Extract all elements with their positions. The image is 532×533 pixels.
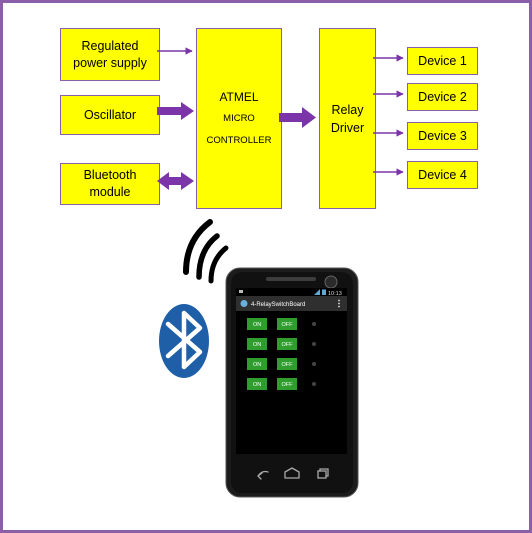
off-button[interactable]	[277, 378, 297, 390]
on-button-label: ON	[253, 342, 261, 348]
oscillator-label: Oscillator	[83, 107, 137, 122]
bluetooth-label-1: Bluetooth	[83, 168, 137, 182]
block-microcontroller: ATMEL MICRO CONTROLLER	[196, 28, 282, 209]
overflow-menu-icon[interactable]	[338, 299, 340, 308]
off-button[interactable]	[277, 318, 297, 330]
relay-row-1: ON OFF	[247, 318, 316, 330]
block-device-2: Device 2	[407, 83, 478, 111]
on-button-label: ON	[253, 382, 261, 388]
bluetooth-label-2: module	[89, 185, 131, 199]
phone-camera	[324, 275, 338, 289]
status-time: 10:13	[328, 291, 342, 297]
phone-screen	[236, 288, 347, 454]
status-led	[312, 362, 316, 366]
wireless-signal-icon	[183, 219, 229, 284]
off-button-label: OFF	[282, 382, 294, 388]
battery-icon	[322, 289, 326, 295]
back-nav-icon[interactable]	[257, 470, 269, 480]
on-button[interactable]	[247, 358, 267, 370]
device-2-label: Device 2	[418, 89, 467, 104]
block-device-4: Device 4	[407, 161, 478, 189]
relay-label-1: Relay	[331, 102, 364, 117]
device-4-label: Device 4	[418, 167, 467, 182]
on-button-label: ON	[253, 322, 261, 328]
mcu-label-3: CONTROLLER	[206, 134, 272, 146]
smartphone: 10:13 4-RelaySwitchBoard ON OFF ON	[225, 267, 359, 498]
off-button-label: OFF	[282, 342, 294, 348]
relay-row-4: ON OFF	[247, 378, 316, 390]
on-button[interactable]	[247, 338, 267, 350]
relay-label-2: Driver	[330, 120, 365, 135]
bluetooth-logo-icon	[159, 304, 209, 378]
recent-apps-icon[interactable]	[317, 468, 329, 479]
phone-speaker	[266, 277, 316, 281]
status-led	[312, 342, 316, 346]
notification-icon	[239, 290, 243, 293]
device-3-label: Device 3	[418, 128, 467, 143]
arrow-mcu-to-relay	[279, 107, 316, 128]
arrow-oscillator-to-mcu	[157, 102, 194, 120]
app-bar	[236, 296, 347, 311]
on-button[interactable]	[247, 318, 267, 330]
off-button-label: OFF	[282, 362, 294, 368]
home-nav-icon[interactable]	[284, 467, 300, 479]
on-button-label: ON	[253, 362, 261, 368]
signal-bars-icon	[314, 289, 320, 295]
on-button[interactable]	[247, 378, 267, 390]
off-button-label: OFF	[282, 322, 294, 328]
block-bluetooth-module: Bluetooth module	[60, 163, 160, 205]
app-title: 4-RelaySwitchBoard	[251, 302, 305, 308]
block-power-supply: Regulated power supply	[60, 28, 160, 81]
relay-row-3: ON OFF	[247, 358, 316, 370]
app-icon	[240, 300, 248, 307]
power-label-1: Regulated	[81, 38, 139, 53]
off-button[interactable]	[277, 338, 297, 350]
power-label-2: power supply	[73, 55, 147, 70]
relay-row-2: ON OFF	[247, 338, 316, 350]
diagram-overlay: 10:13 4-RelaySwitchBoard ON OFF ON	[157, 47, 404, 498]
arrow-bluetooth-mcu	[157, 172, 194, 190]
status-led	[312, 382, 316, 386]
off-button[interactable]	[277, 358, 297, 370]
mcu-label-2: MICRO	[223, 112, 255, 124]
block-device-3: Device 3	[407, 122, 478, 150]
block-device-1: Device 1	[407, 47, 478, 75]
status-led	[312, 322, 316, 326]
mcu-label-1: ATMEL	[219, 89, 259, 104]
device-1-label: Device 1	[418, 53, 467, 68]
